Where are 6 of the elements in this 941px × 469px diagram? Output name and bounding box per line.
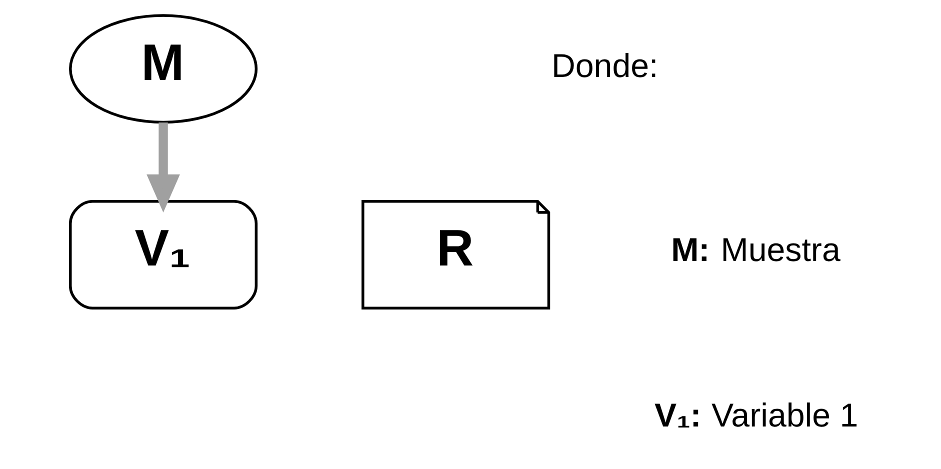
label: M: Muestra [670, 232, 840, 269]
node-box: V₁ [68, 200, 258, 310]
arrow [146, 122, 180, 213]
node-ellipse: M [68, 14, 258, 124]
label: V₁: Variable 1 [654, 398, 858, 435]
label: Donde: [550, 48, 658, 86]
